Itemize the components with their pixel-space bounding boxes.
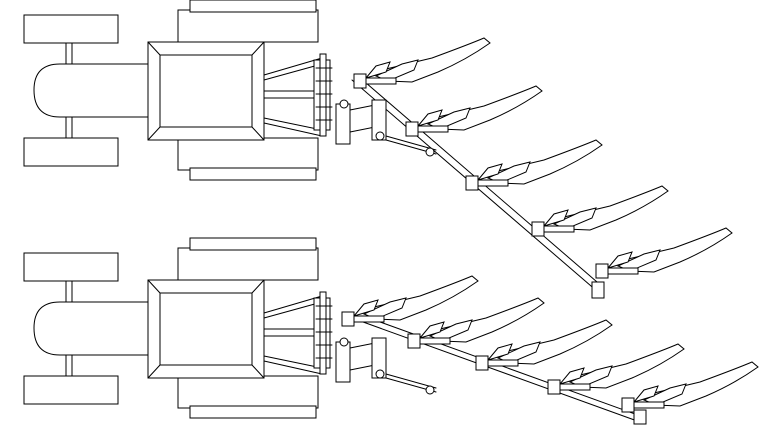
leg-clamp	[405, 121, 419, 137]
front-wheel-right-inner	[189, 405, 317, 419]
front-wheel-left-inner	[189, 0, 317, 13]
leg-clamp	[475, 355, 489, 371]
engine-hood	[33, 63, 148, 118]
rear-wheel-plough	[633, 409, 647, 425]
lower-link	[263, 355, 323, 369]
leg-clamp	[465, 175, 479, 191]
hydraulic-cylinder	[335, 341, 351, 383]
depth-rod	[385, 373, 437, 389]
rear-wheel-right	[23, 137, 119, 167]
main-beam	[351, 317, 641, 423]
pto-shaft	[263, 90, 315, 99]
hydraulic-cylinder	[335, 103, 351, 145]
front-wheel-right-outer	[177, 375, 319, 409]
leg-clamp	[531, 221, 545, 237]
leg-clamp	[595, 263, 609, 279]
engine-hood	[33, 301, 148, 356]
cab-roof	[159, 292, 253, 366]
top-link	[263, 57, 323, 76]
top-link	[263, 295, 323, 314]
rear-wheel-right	[23, 375, 119, 405]
leg-clamp	[407, 333, 421, 349]
rear-wheel-left	[23, 14, 119, 44]
rear-wheel-plough	[591, 281, 605, 299]
leg-clamp	[547, 379, 561, 395]
leg-clamp	[341, 311, 355, 327]
lower-link	[263, 117, 323, 131]
assembly-upper	[23, 0, 733, 299]
front-wheel-left-outer	[177, 9, 319, 43]
rear-wheel-left	[23, 252, 119, 282]
front-wheel-right-outer	[177, 137, 319, 171]
pto-shaft	[263, 328, 315, 337]
cab-roof	[159, 54, 253, 128]
front-wheel-right-inner	[189, 167, 317, 181]
depth-rod	[385, 135, 437, 151]
leg-clamp	[621, 397, 635, 413]
front-wheel-left-outer	[177, 247, 319, 281]
front-wheel-left-inner	[189, 237, 317, 251]
leg-clamp	[353, 73, 367, 89]
assembly-lower	[23, 237, 759, 425]
